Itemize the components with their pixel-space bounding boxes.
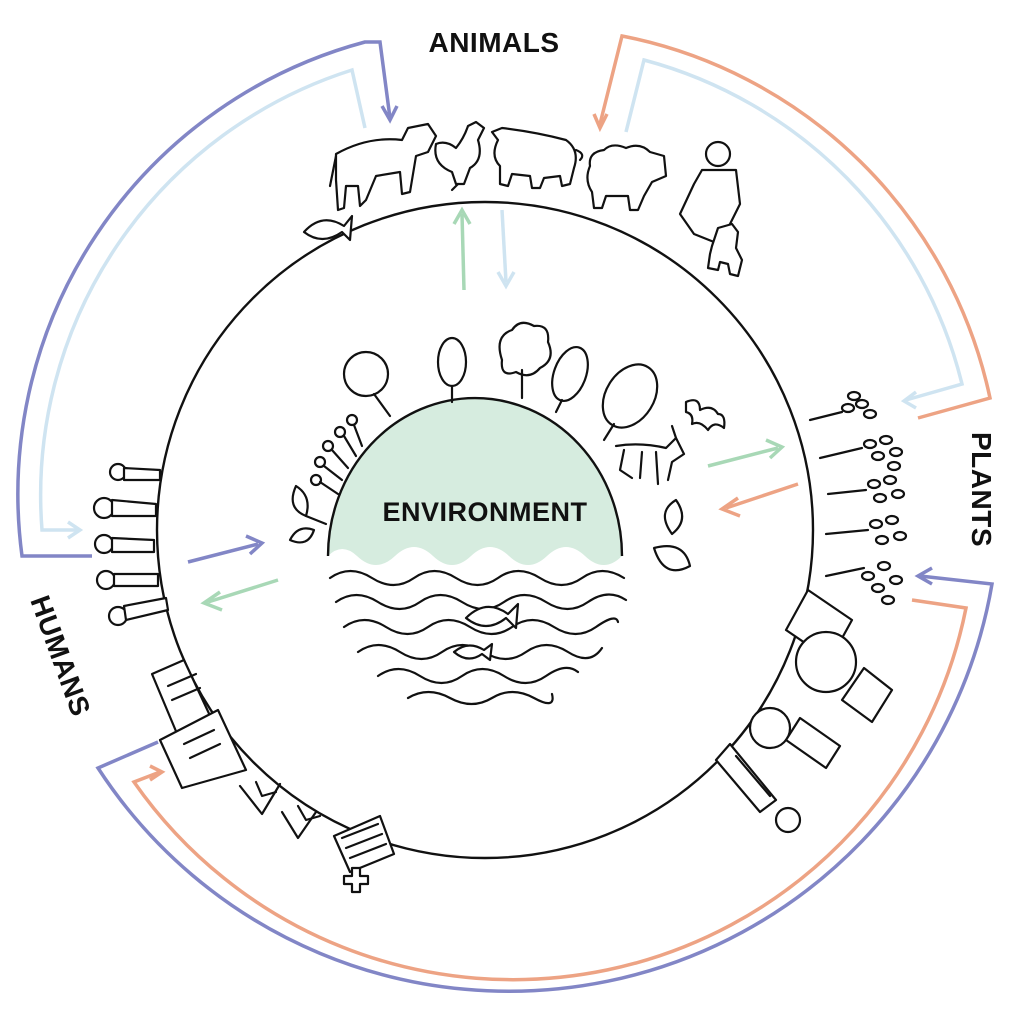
hospital-building-icon <box>150 658 322 840</box>
connector-plants-humans-orange <box>131 598 969 982</box>
seed-head-icon <box>808 390 908 606</box>
person-icon <box>92 462 170 627</box>
animals-group: ANIMALS <box>302 27 744 278</box>
humans-label: HUMANS <box>24 591 96 720</box>
fish-icon <box>302 214 354 242</box>
plants-group: PLANTS <box>808 390 997 606</box>
connector-animals-humans-purple <box>16 40 392 558</box>
deer-icon <box>614 424 686 486</box>
medical-kit-icon <box>332 814 396 894</box>
sheep-icon <box>586 144 668 212</box>
leaf-icon <box>288 484 692 572</box>
main-circle <box>155 200 815 860</box>
plants-label: PLANTS <box>966 432 997 547</box>
dog-icon <box>706 222 744 278</box>
tree-icon <box>309 321 659 496</box>
pig-icon <box>490 126 584 190</box>
connector-plants-humans-purple <box>95 574 995 993</box>
environment-hub: ENVIRONMENT <box>288 321 726 706</box>
chicken-icon <box>434 120 486 192</box>
environment-label: ENVIRONMENT <box>382 497 587 527</box>
connector-animals-plants-lightblue <box>624 57 965 402</box>
fish-icon <box>452 602 520 662</box>
animals-label: ANIMALS <box>428 27 559 58</box>
cow-icon <box>328 122 438 212</box>
connector-animals-humans-lightblue <box>38 67 367 532</box>
bat-icon <box>684 399 726 432</box>
environment-dome <box>328 398 622 565</box>
wave-icon <box>328 569 628 706</box>
person-icon <box>714 742 802 834</box>
lab-equipment-icon <box>714 588 894 834</box>
outer-connectors <box>16 33 995 993</box>
connector-animals-plants-orange <box>598 33 993 420</box>
farmer-icon <box>678 140 742 244</box>
inner-arrows <box>187 206 799 612</box>
